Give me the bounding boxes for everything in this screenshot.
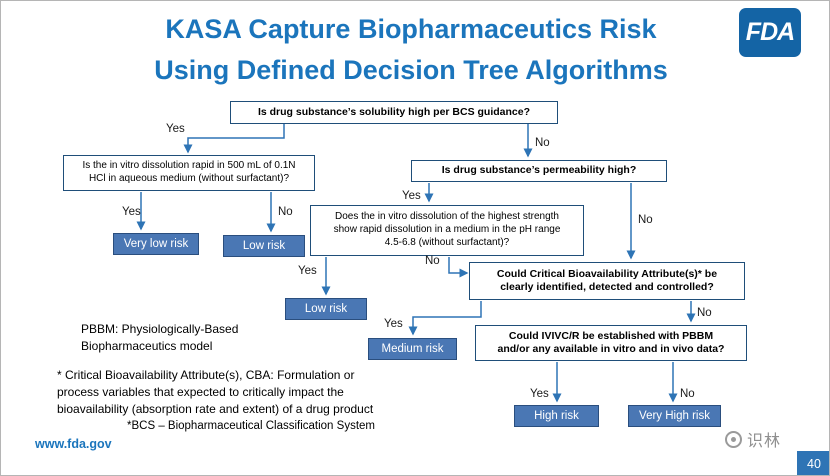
question-solubility: Is drug substance’s solubility high per … [230,101,558,124]
branch-label-no: No [425,255,440,267]
question-cba: Could Critical Bioavailability Attribute… [469,262,745,300]
branch-label-no: No [535,137,550,149]
outcome-low-risk-mid: Low risk [285,298,367,320]
fda-logo: FDA [739,8,801,57]
branch-label-yes: Yes [166,123,185,135]
page-number-badge: 40 [797,451,829,475]
watermark-text: 识林 [747,433,782,450]
connector-solubility-yes [183,124,285,154]
outcome-very-low-risk: Very low risk [113,233,199,255]
question-permeability: Is drug substance’s permeability high? [411,160,667,182]
connector-cba-yes [408,301,482,336]
branch-label-no: No [697,307,712,319]
note-pbbm: PBBM: Physiologically-Based Biopharmaceu… [81,322,239,353]
question-ivivc: Could IVIVC/R be established with PBBM a… [475,325,747,361]
watermark: 识林 [725,427,781,451]
question-dissolution-ph: Does the in vitro dissolution of the hig… [310,205,584,256]
branch-label-yes: Yes [298,265,317,277]
outcome-very-high-risk: Very High risk [628,405,721,427]
note-cba: * Critical Bioavailability Attribute(s),… [57,368,374,416]
outcome-low-risk-left: Low risk [223,235,305,257]
question-dissolution-hcl: Is the in vitro dissolution rapid in 500… [63,155,315,191]
fda-logo-text: FDA [745,18,795,46]
watermark-logo-icon [725,430,742,448]
connector-ph-no [448,257,469,278]
slide-title: KASA Capture Biopharmaceutics Risk Using… [154,14,668,85]
outcome-medium-risk: Medium risk [368,338,457,360]
note-bcs: *BCS – Biopharmaceutical Classification … [127,420,375,432]
branch-label-yes: Yes [530,388,549,400]
branch-label-no: No [278,206,293,218]
page-number: 40 [807,457,821,471]
branch-label-yes: Yes [122,206,141,218]
branch-label-no: No [680,388,695,400]
branch-label-yes: Yes [384,318,403,330]
outcome-high-risk: High risk [514,405,599,427]
fda-url: www.fda.gov [35,437,112,451]
branch-label-no: No [638,214,653,226]
branch-label-yes: Yes [402,190,421,202]
